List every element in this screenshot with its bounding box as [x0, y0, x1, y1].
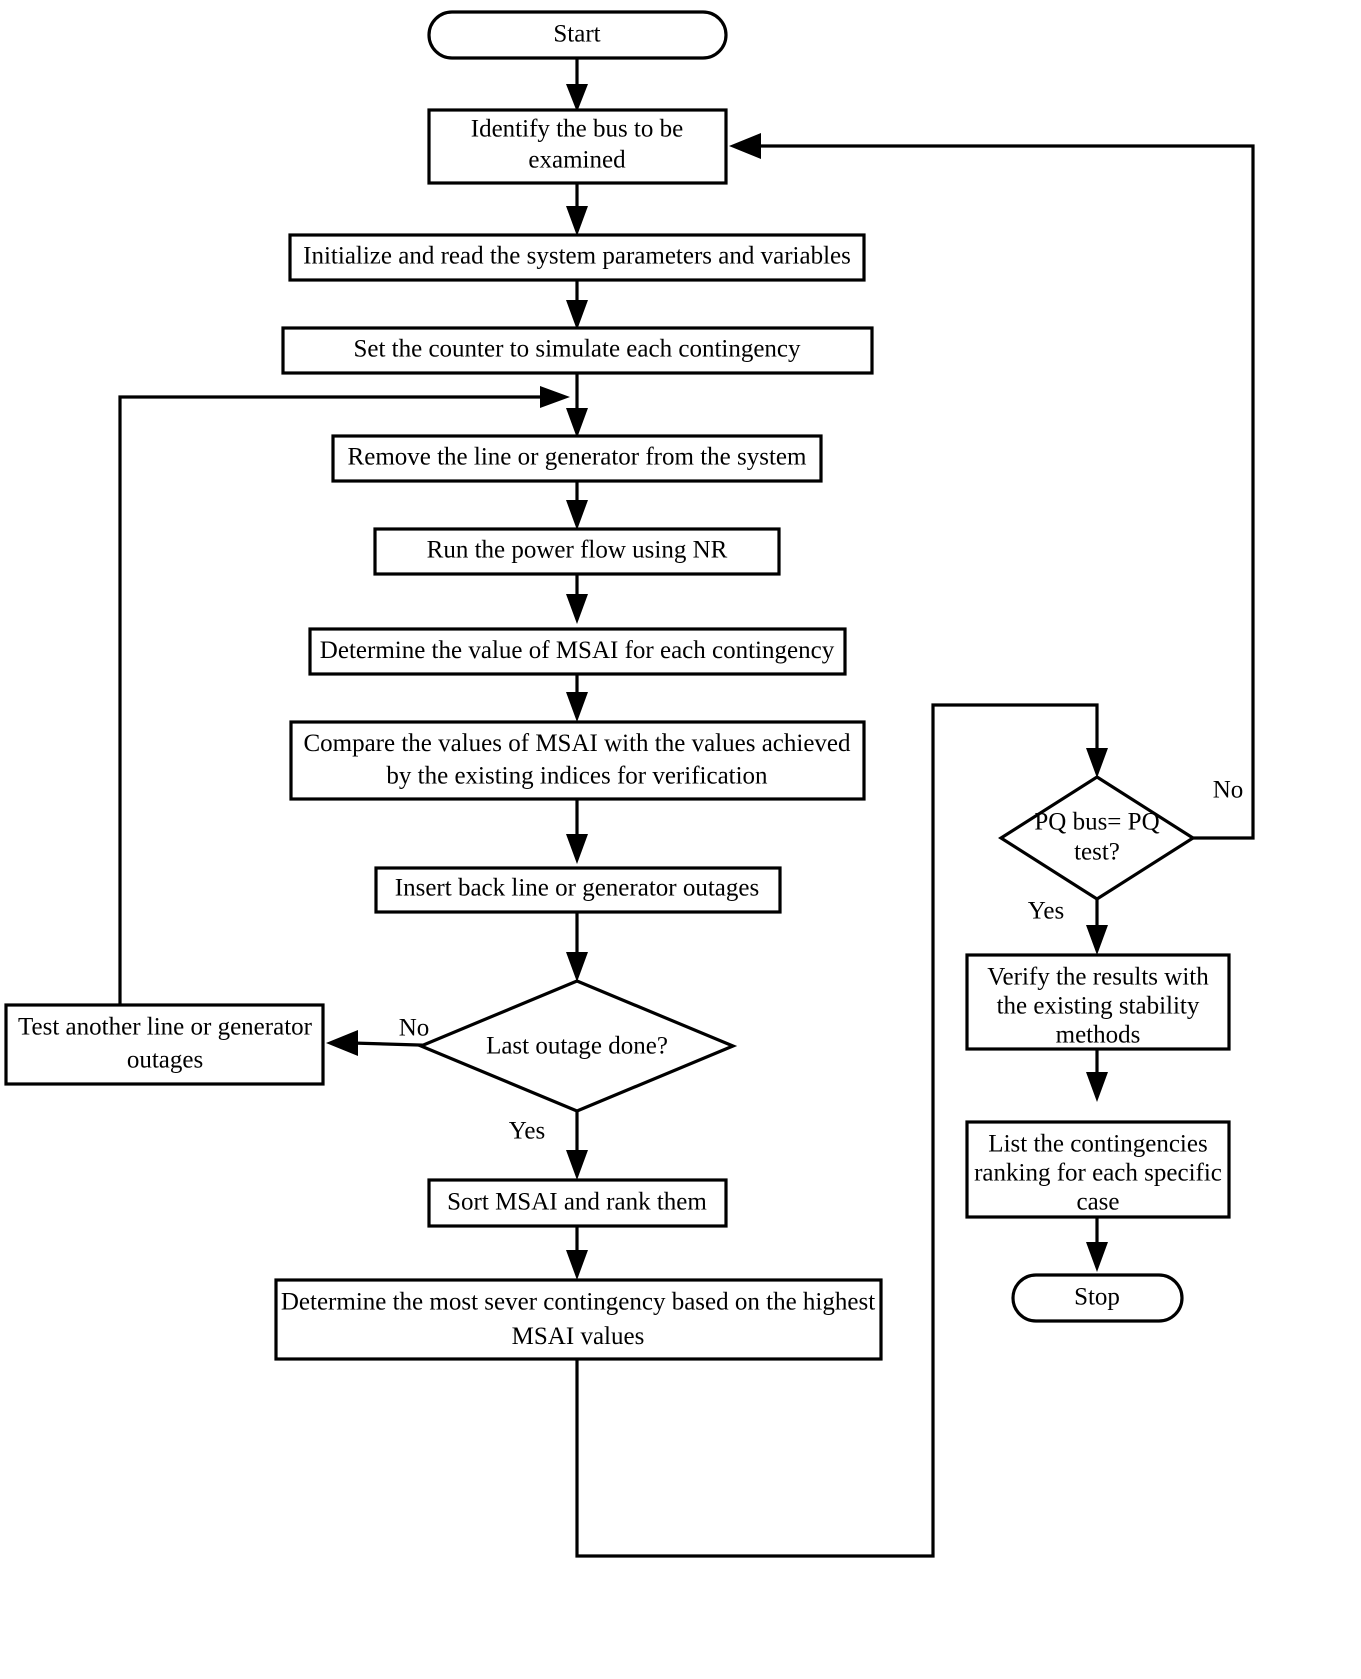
node-determine-msai-pre: Determine the value of [320, 637, 556, 664]
svg-text:Compare the values of MSAI wit: Compare the values of MSAI with the valu… [303, 730, 851, 757]
node-pq-bus-line2: test? [1074, 839, 1120, 866]
node-compare-msai[interactable]: Compare the values of MSAI with the valu… [289, 720, 866, 801]
edge-pqbus-no [729, 133, 1255, 840]
node-compare-msai-line1-post: with the values achieved [598, 730, 851, 757]
node-determine-msai-post: for each contingency [618, 637, 834, 664]
edge-label-pqbus-yes: Yes [1028, 898, 1064, 925]
node-verify-results-line1: Verify the results with [987, 964, 1209, 991]
node-determine-severe-line1: Determine the most sever contingency bas… [281, 1289, 875, 1316]
node-determine-severe[interactable]: Determine the most sever contingency bas… [274, 1278, 883, 1361]
node-verify-results[interactable]: Verify the results with the existing sta… [965, 953, 1231, 1051]
node-identify-bus[interactable]: Identify the bus to be examined [427, 108, 728, 185]
edge-comparemsai-to-insertback [566, 800, 588, 864]
node-determine-severe-line2-em: MSAI [512, 1323, 575, 1350]
edge-insertback-to-lastoutage [566, 911, 588, 982]
node-pq-bus-line1: PQ bus= PQ [1034, 809, 1159, 836]
node-identify-bus-line2: examined [528, 147, 626, 174]
edge-testanother-loopback [118, 386, 570, 1007]
node-determine-msai[interactable]: Determine the value of MSAI for each con… [308, 627, 847, 676]
node-compare-msai-line2: by the existing indices for verification [386, 763, 768, 790]
node-sort-msai[interactable]: Sort MSAI and rank them [427, 1178, 728, 1228]
edge-label-lastoutage-yes: Yes [509, 1118, 545, 1145]
node-list-contingencies-line2: ranking for each specific [974, 1160, 1222, 1187]
node-initialize[interactable]: Initialize and read the system parameter… [288, 233, 866, 282]
node-test-another[interactable]: Test another line or generator outages [4, 1003, 325, 1086]
node-last-outage-decision[interactable]: Last outage done? [416, 979, 738, 1113]
edge-removeline-to-runpf [566, 479, 588, 530]
node-list-contingencies-line1: List the contingencies [988, 1131, 1207, 1158]
node-run-power-flow-label: Run the power flow using NR [427, 537, 728, 564]
edge-initialize-to-setcounter [566, 279, 588, 330]
node-stop[interactable]: Stop [1011, 1273, 1184, 1323]
node-pq-bus-decision[interactable]: PQ bus= PQ test? [998, 775, 1196, 901]
node-list-contingencies-line3: case [1076, 1189, 1119, 1216]
node-initialize-label: Initialize and read the system parameter… [303, 243, 851, 270]
node-insert-back-label: Insert back line or generator outages [395, 875, 759, 902]
edge-label-pqbus-no: No [1213, 777, 1244, 804]
node-set-counter[interactable]: Set the counter to simulate each conting… [281, 326, 874, 375]
node-insert-back[interactable]: Insert back line or generator outages [374, 866, 782, 914]
node-test-another-line1: Test another line or generator [18, 1014, 313, 1041]
node-determine-severe-line2-post: values [574, 1323, 644, 1350]
edge-identify-to-initialize [566, 182, 588, 236]
node-stop-label: Stop [1074, 1284, 1120, 1311]
edge-label-lastoutage-no: No [399, 1015, 430, 1042]
edge-determinesevere-to-pqbus [575, 703, 1108, 1558]
edge-verify-to-list [1086, 1049, 1108, 1102]
node-run-power-flow[interactable]: Run the power flow using NR [373, 527, 781, 576]
node-identify-bus-line1: Identify the bus to be [471, 116, 683, 143]
node-verify-results-line2: the existing stability [997, 993, 1200, 1020]
node-compare-msai-line1-em: MSAI [535, 730, 598, 757]
edge-runpf-to-determinemsai [566, 572, 588, 624]
node-determine-msai-em: MSAI [556, 637, 619, 664]
svg-text:Determine the value of MSAI fo: Determine the value of MSAI for each con… [320, 637, 835, 664]
node-sort-msai-label: Sort MSAI and rank them [447, 1189, 707, 1216]
edge-start-to-identify [566, 58, 588, 112]
edge-sortmsai-to-determinesevere [566, 1227, 588, 1280]
node-compare-msai-line1-pre: Compare the values of [303, 730, 535, 757]
edge-determinemsai-to-comparemsai [566, 673, 588, 722]
node-verify-results-line3: methods [1056, 1022, 1141, 1049]
node-remove-line[interactable]: Remove the line or generator from the sy… [331, 434, 823, 483]
svg-text:MSAI values: MSAI values [512, 1323, 645, 1350]
node-start-label: Start [553, 21, 600, 48]
node-set-counter-label: Set the counter to simulate each conting… [353, 336, 801, 363]
edge-list-to-stop [1086, 1217, 1108, 1272]
node-list-contingencies[interactable]: List the contingencies ranking for each … [965, 1120, 1231, 1219]
edge-setcounter-to-removeline [566, 371, 588, 438]
node-start[interactable]: Start [427, 10, 728, 60]
node-remove-line-label: Remove the line or generator from the sy… [348, 444, 807, 471]
node-last-outage-label: Last outage done? [486, 1033, 668, 1060]
node-test-another-line2: outages [127, 1047, 203, 1074]
